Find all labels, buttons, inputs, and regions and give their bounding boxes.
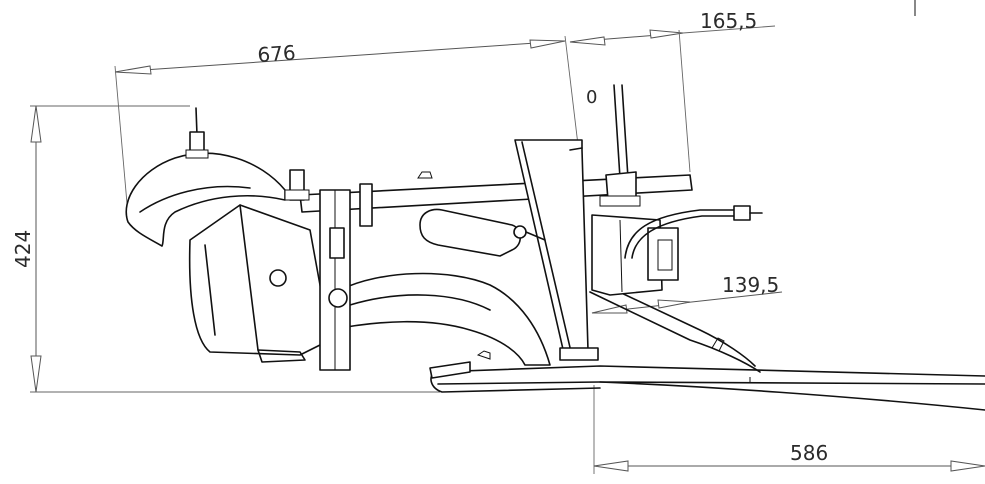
drum-foot [257,349,306,363]
front-bolt [476,350,491,360]
hydraulic-cylinder [419,208,546,257]
dimension-label-rear-length: 586 [790,441,828,465]
lower-body-line [349,294,491,311]
control-lever [599,84,641,207]
lower-body [329,272,551,366]
brace-bolt [711,337,725,352]
rear-brace [589,291,761,373]
dimension-rear-length: 586 [593,385,985,474]
cable-connector [624,205,763,259]
dimension-overall-length: 676 [114,35,579,216]
dimension-label-top-offset: 165,5 [700,9,757,33]
hood-inner-line [139,185,251,213]
motor-block [591,214,679,296]
dimension-label-overall-length: 676 [257,40,297,67]
dimension-top-offset: 165,5 [569,9,776,173]
drum-housing-edge [239,204,259,351]
curved-hood [125,152,286,247]
stray-label: 0 [586,87,597,108]
drum-housing-rib [204,244,216,336]
dimension-side-offset: 139,5 [591,273,783,314]
dimension-label-height: 424 [11,230,35,268]
linkage [269,169,351,371]
hood-lever [185,107,209,159]
rear-brace-inner [597,281,756,367]
rear-skid [430,365,985,411]
drum-housing [188,204,331,356]
dimension-height: 424 [11,105,440,393]
vertical-mast [514,139,599,361]
dimension-label-side-offset: 139,5 [722,273,779,297]
front-plate [429,361,471,379]
